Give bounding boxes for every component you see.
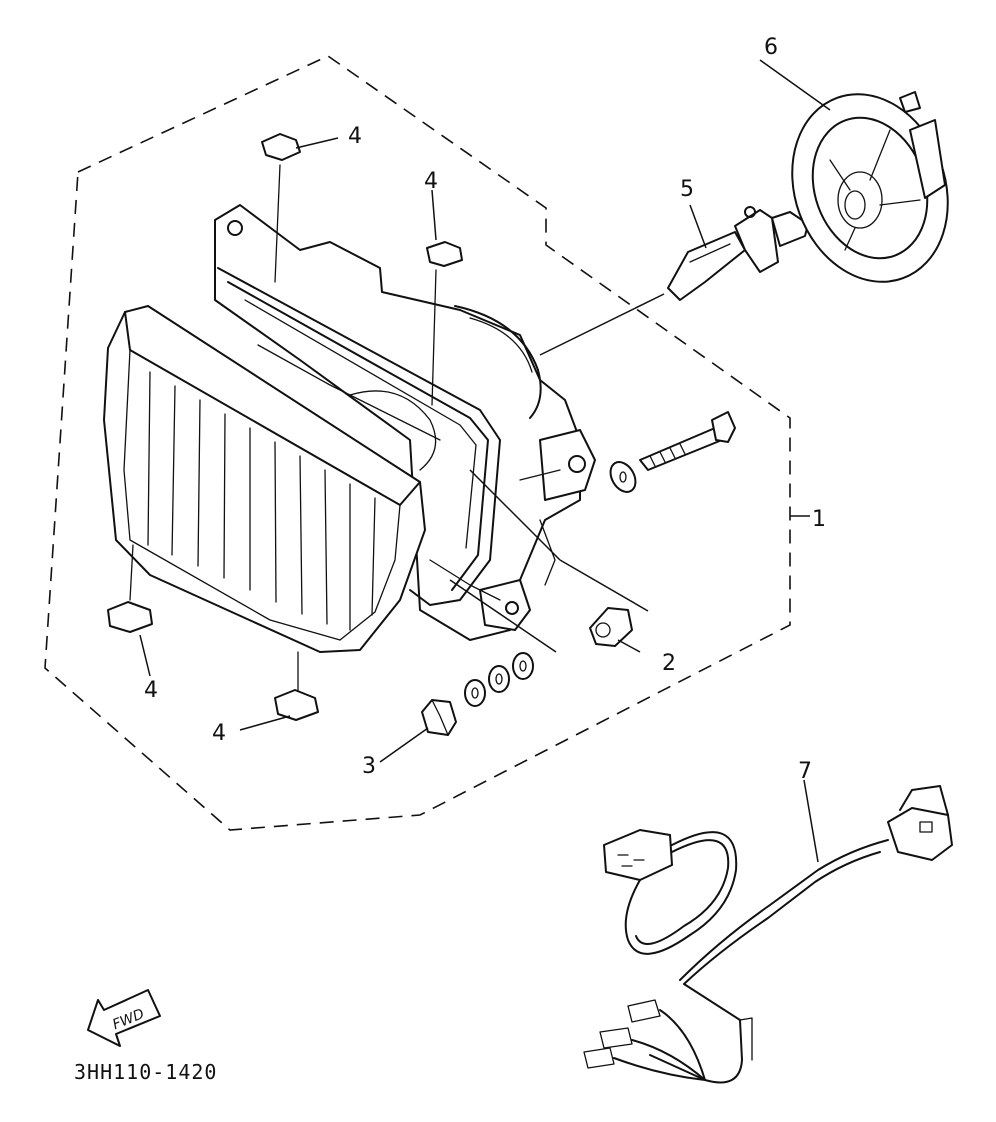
callout-4-top-left: 4 — [348, 124, 362, 149]
clip-bottom-right — [274, 689, 319, 721]
adjust-nut — [589, 607, 633, 647]
clip-top-left — [261, 133, 301, 161]
catalog-code: 3HH110-1420 — [74, 1060, 218, 1084]
washer-set — [464, 652, 534, 707]
adjust-bolt — [639, 411, 736, 471]
leader-lines — [139, 59, 831, 863]
callout-6: 6 — [764, 35, 778, 60]
callout-3: 3 — [362, 754, 376, 779]
wire-harness — [583, 785, 953, 1084]
callout-4-bottom-left: 4 — [144, 678, 158, 703]
headlight-unit — [103, 204, 596, 653]
socket-cover — [791, 91, 949, 283]
grommet — [421, 699, 457, 736]
callout-7: 7 — [798, 759, 812, 784]
callout-1: 1 — [812, 507, 826, 532]
clip-bottom-left — [107, 601, 153, 633]
callout-2: 2 — [662, 651, 676, 676]
callout-4-bottom-right: 4 — [212, 721, 226, 746]
clip-top-right — [426, 241, 463, 267]
clip-guide-lines — [129, 164, 437, 691]
bulb — [667, 206, 809, 301]
fwd-arrow: FWD — [87, 989, 161, 1047]
callout-5: 5 — [680, 177, 694, 202]
adjust-washer — [609, 461, 637, 493]
callout-4-top-right: 4 — [424, 169, 438, 194]
